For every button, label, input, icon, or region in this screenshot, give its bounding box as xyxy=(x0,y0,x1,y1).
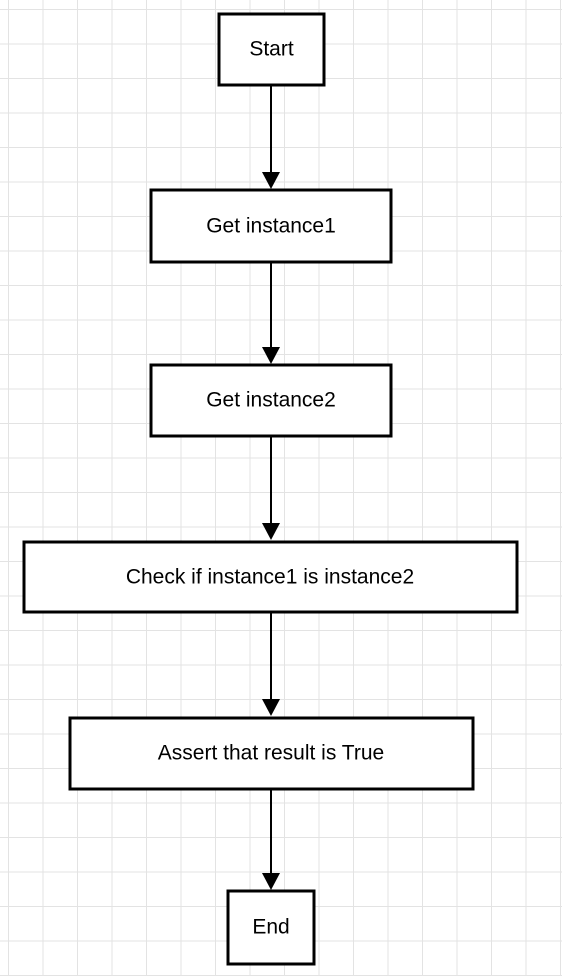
check-node-label: Check if instance1 is instance2 xyxy=(126,566,414,589)
end-node[interactable]: End xyxy=(226,889,316,966)
get-instance2-node[interactable]: Get instance2 xyxy=(149,363,393,438)
end-node-label: End xyxy=(252,916,289,939)
edge-get-instance2-to-check xyxy=(262,437,280,540)
edge-check-to-assert xyxy=(262,613,280,716)
edge-get-instance1-to-get-instance2 xyxy=(262,263,280,364)
get-instance2-node-label: Get instance2 xyxy=(206,389,336,412)
assert-node[interactable]: Assert that result is True xyxy=(68,716,475,791)
assert-node-label: Assert that result is True xyxy=(158,742,384,765)
start-node[interactable]: Start xyxy=(217,12,326,87)
get-instance1-node[interactable]: Get instance1 xyxy=(149,188,393,264)
edge-start-to-get-instance1 xyxy=(262,86,280,189)
check-node[interactable]: Check if instance1 is instance2 xyxy=(22,540,519,614)
get-instance1-node-label: Get instance1 xyxy=(206,215,336,238)
start-node-label: Start xyxy=(249,38,294,61)
edge-assert-to-end xyxy=(262,790,280,890)
